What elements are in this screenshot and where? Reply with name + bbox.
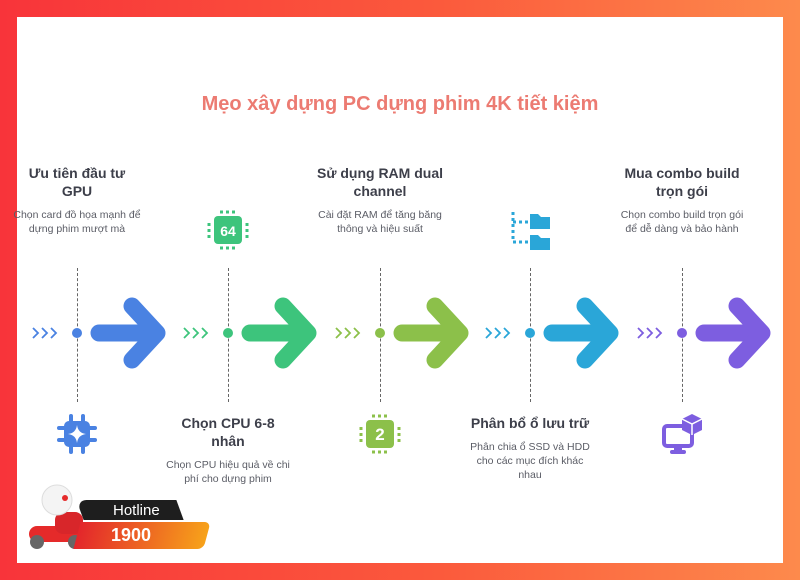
step-arrow-1 — [32, 297, 166, 369]
step-description: Chọn card đồ họa mạnh để dựng phim mượt … — [13, 209, 141, 235]
chevron-icon — [655, 327, 663, 339]
chevron-icon — [50, 327, 58, 339]
arrow-right-icon — [90, 297, 166, 369]
timeline-dot — [223, 328, 233, 338]
chevron-icon — [41, 327, 49, 339]
hotline-badge[interactable]: Hotline 1900 6076 — [25, 482, 211, 566]
chevron-icon — [201, 327, 209, 339]
timeline-dot — [677, 328, 687, 338]
arrow-right-icon — [241, 297, 317, 369]
infographic-card — [17, 17, 783, 563]
chevron-icon — [32, 327, 40, 339]
chevron-icon — [353, 327, 361, 339]
step-title: Chọn CPU 6-8 nhân — [181, 415, 275, 449]
ram-chip-2-icon: 2 — [358, 412, 402, 456]
arrow-right-icon — [695, 297, 771, 369]
chevron-icon — [646, 327, 654, 339]
arrow-right-icon — [543, 297, 619, 369]
step-description: Chọn CPU hiệu quả về chi phí cho dựng ph… — [166, 459, 290, 485]
chevron-icon — [344, 327, 352, 339]
step-title: Mua combo build trọn gói — [624, 165, 740, 199]
step-title: Phân bổ ổ lưu trữ — [470, 415, 590, 431]
timeline-dot — [72, 328, 82, 338]
step-arrow-3 — [335, 297, 469, 369]
timeline-dot — [375, 328, 385, 338]
step-description: Cài đặt RAM để tăng băng thông và hiệu s… — [318, 209, 442, 235]
step-description: Chọn combo build trọn gói để dễ dàng và … — [620, 209, 744, 235]
chevron-icon — [637, 327, 645, 339]
monitor-cube-icon — [660, 412, 704, 456]
svg-text:2: 2 — [375, 425, 384, 444]
chevron-icon — [335, 327, 343, 339]
chevron-icon — [503, 327, 511, 339]
gpu-chip-icon — [55, 412, 99, 456]
step-1: Ưu tiên đầu tư GPU Chọn card đồ họa mạnh … — [12, 164, 142, 236]
hotline-label: Hotline — [113, 502, 160, 519]
chevron-icon — [183, 327, 191, 339]
step-arrow-4 — [485, 297, 619, 369]
timeline-dot — [525, 328, 535, 338]
arrow-right-icon — [393, 297, 469, 369]
step-arrow-2 — [183, 297, 317, 369]
cpu-64-icon: 64 — [206, 208, 250, 252]
hotline-number[interactable]: 1900 6076 — [111, 525, 152, 566]
step-title: Sử dụng RAM dual channel — [316, 165, 443, 199]
chevron-icon — [485, 327, 493, 339]
step-description: Phân chia ổ SSD và HDD cho các mục đích … — [470, 441, 590, 481]
page-title: Mẹo xây dựng PC dựng phim 4K tiết kiệm — [201, 93, 599, 115]
chevron-icon — [494, 327, 502, 339]
step-arrow-5 — [637, 297, 771, 369]
chevron-icon — [192, 327, 200, 339]
svg-text:64: 64 — [220, 223, 236, 239]
step-title: Ưu tiên đầu tư GPU — [28, 165, 126, 199]
folder-tree-icon — [508, 208, 552, 252]
